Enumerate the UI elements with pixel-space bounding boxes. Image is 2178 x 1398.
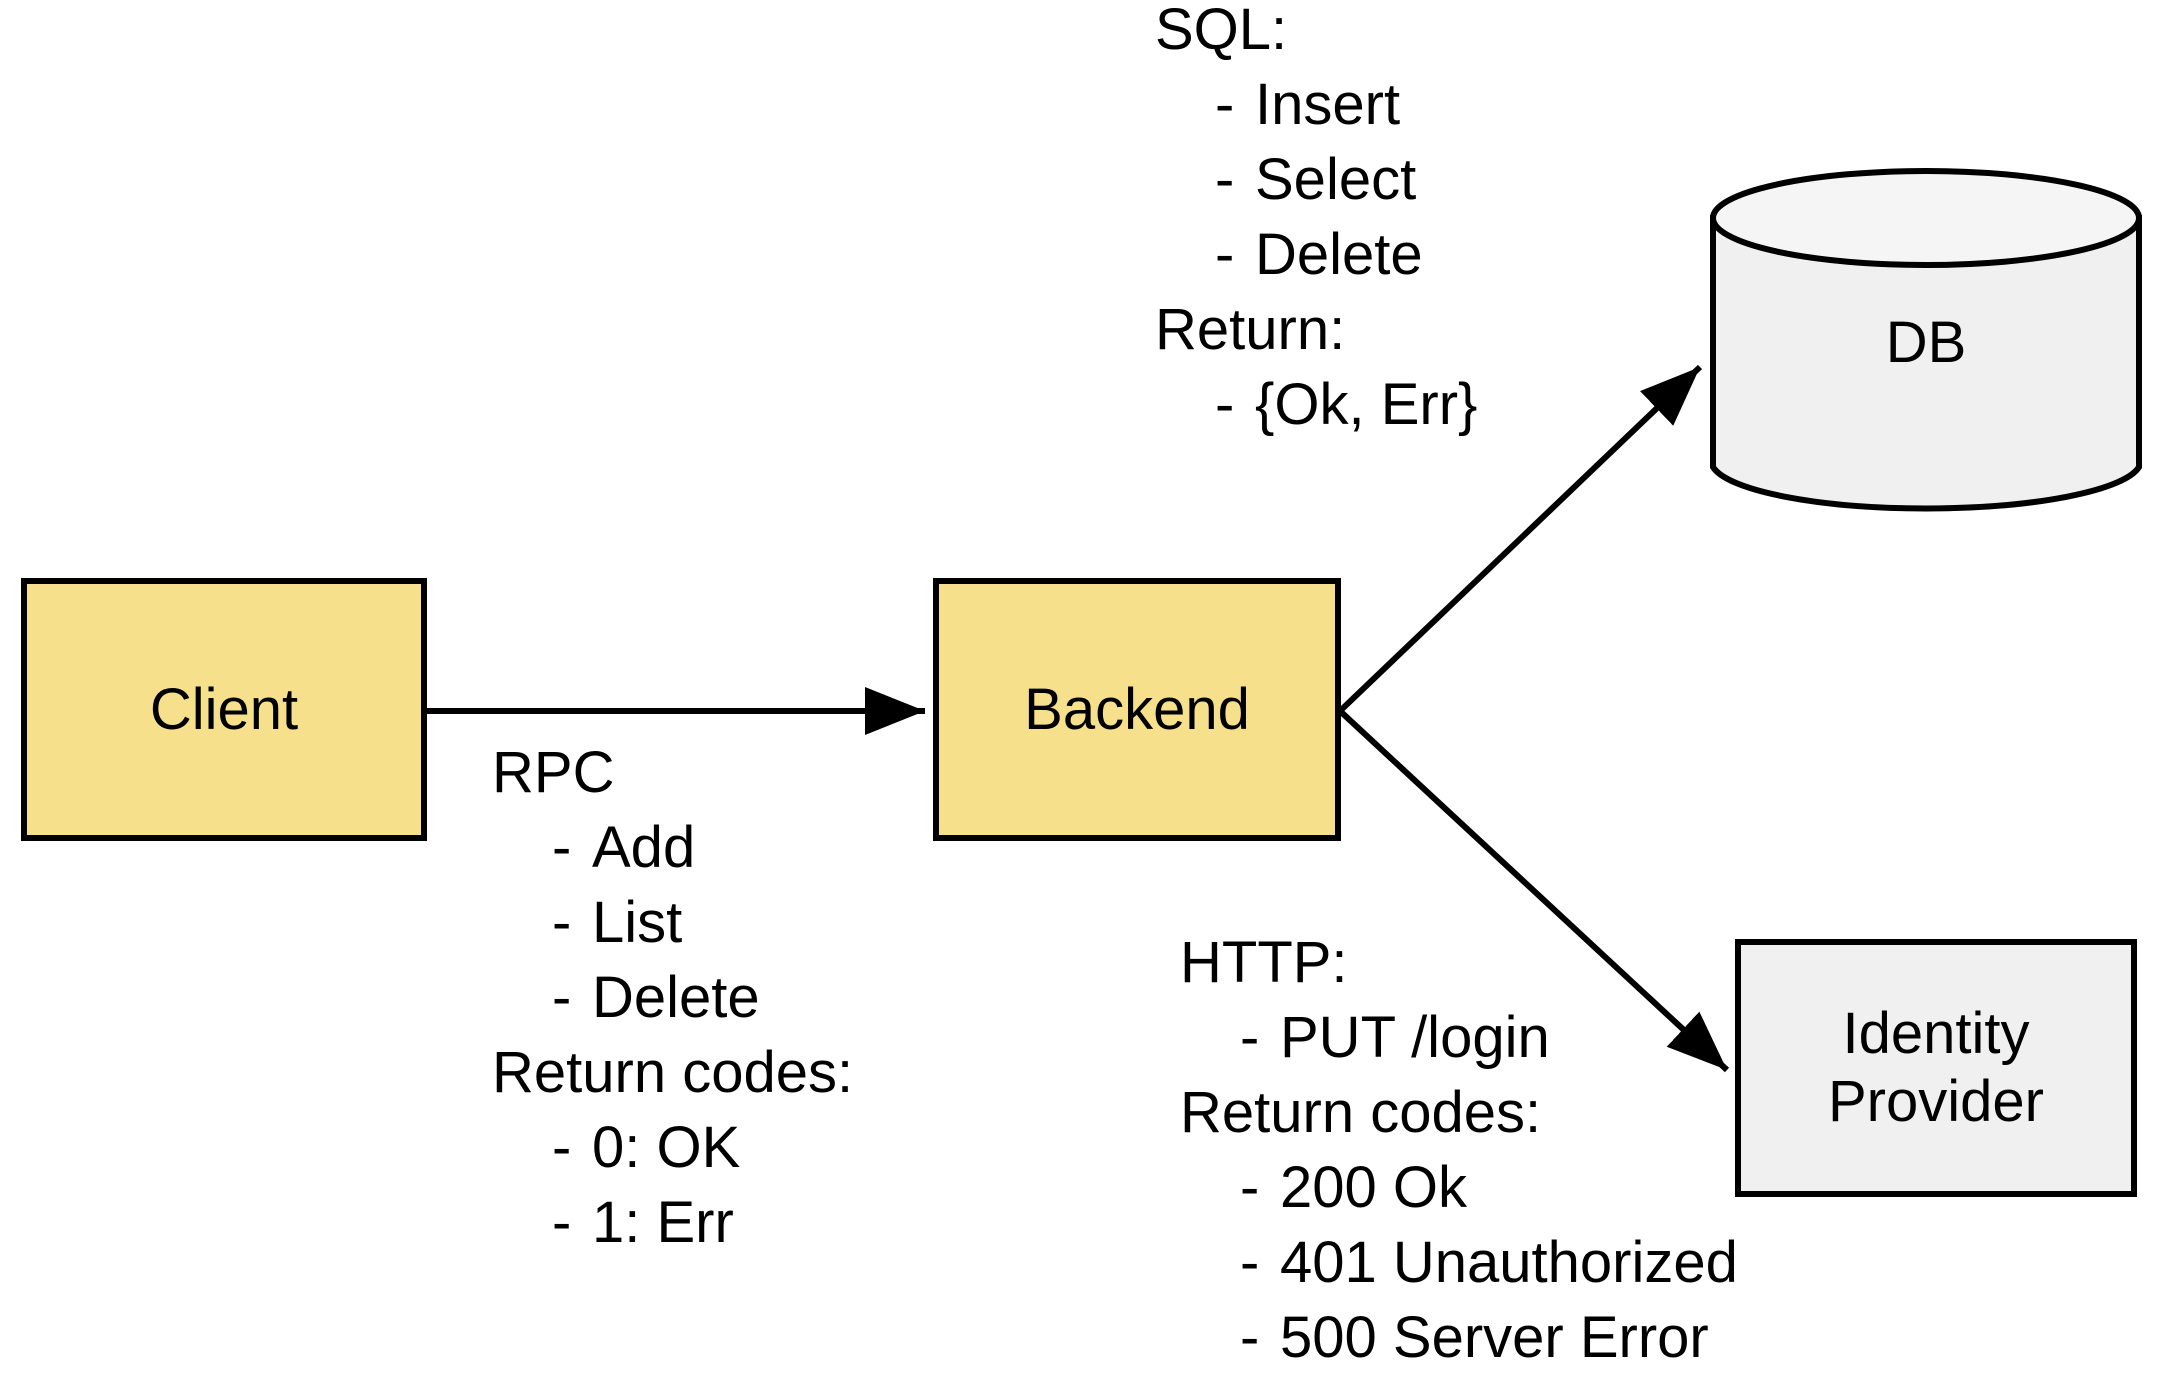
bullet-dash-icon: - — [1215, 147, 1235, 212]
sql-return-item: - {Ok, Err} — [1155, 367, 1477, 442]
sql-method-label: Delete — [1255, 222, 1423, 287]
sql-method-item: - Delete — [1155, 217, 1477, 292]
bullet-dash-icon: - — [552, 1115, 572, 1180]
rpc-return-label: 0: OK — [592, 1115, 741, 1180]
bullet-dash-icon: - — [552, 815, 572, 880]
annotation-http: HTTP: - PUT /login Return codes: - 200 O… — [1180, 925, 1738, 1375]
annotation-sql: SQL: - Insert - Select - Delete Return: … — [1155, 0, 1477, 442]
edge-backend-to-db — [1337, 364, 1703, 714]
rpc-method-item: - List — [492, 885, 853, 960]
bullet-dash-icon: - — [1215, 372, 1235, 437]
rpc-method-label: Add — [592, 815, 696, 880]
rpc-method-item: - Delete — [492, 960, 853, 1035]
rpc-method-item: - Add — [492, 810, 853, 885]
sql-return-label: {Ok, Err} — [1255, 372, 1478, 437]
http-return-item: - 500 Server Error — [1180, 1300, 1738, 1375]
http-returns-heading: Return codes: — [1180, 1080, 1542, 1145]
rpc-return-item: - 0: OK — [492, 1110, 853, 1185]
bullet-dash-icon: - — [1240, 1005, 1260, 1070]
bullet-dash-icon: - — [1240, 1230, 1260, 1295]
annotation-rpc: RPC - Add - List - Delete Return codes: … — [492, 735, 853, 1260]
sql-method-item: - Insert — [1155, 67, 1477, 142]
node-identity-provider-shape[interactable] — [1735, 939, 2137, 1197]
bullet-dash-icon: - — [1215, 72, 1235, 137]
sql-method-label: Select — [1255, 147, 1417, 212]
http-return-item: - 200 Ok — [1180, 1150, 1738, 1225]
bullet-dash-icon: - — [1240, 1305, 1260, 1370]
bullet-dash-icon: - — [552, 1190, 572, 1255]
bullet-dash-icon: - — [1215, 222, 1235, 287]
rpc-return-label: 1: Err — [592, 1190, 734, 1255]
rpc-protocol-heading: RPC — [492, 740, 615, 805]
rpc-method-label: Delete — [592, 965, 760, 1030]
sql-returns-heading: Return: — [1155, 297, 1346, 362]
rpc-method-label: List — [592, 890, 683, 955]
http-method-item: - PUT /login — [1180, 1000, 1738, 1075]
http-return-label: 500 Server Error — [1280, 1305, 1709, 1370]
node-client-shape[interactable] — [21, 578, 427, 841]
node-db-shape[interactable] — [1710, 168, 2142, 512]
http-return-item: - 401 Unauthorized — [1180, 1225, 1738, 1300]
http-method-label: PUT /login — [1280, 1005, 1550, 1070]
sql-method-item: - Select — [1155, 142, 1477, 217]
bullet-dash-icon: - — [552, 890, 572, 955]
bullet-dash-icon: - — [552, 965, 572, 1030]
http-return-label: 401 Unauthorized — [1280, 1230, 1738, 1295]
node-backend-shape[interactable] — [933, 578, 1341, 841]
sql-method-label: Insert — [1255, 72, 1401, 137]
edge-backend-to-identity-provider — [1337, 708, 1730, 1073]
rpc-returns-heading: Return codes: — [492, 1040, 854, 1105]
http-return-label: 200 Ok — [1280, 1155, 1467, 1220]
rpc-return-item: - 1: Err — [492, 1185, 853, 1260]
http-protocol-heading: HTTP: — [1180, 930, 1348, 995]
sql-protocol-heading: SQL: — [1155, 0, 1288, 62]
bullet-dash-icon: - — [1240, 1155, 1260, 1220]
